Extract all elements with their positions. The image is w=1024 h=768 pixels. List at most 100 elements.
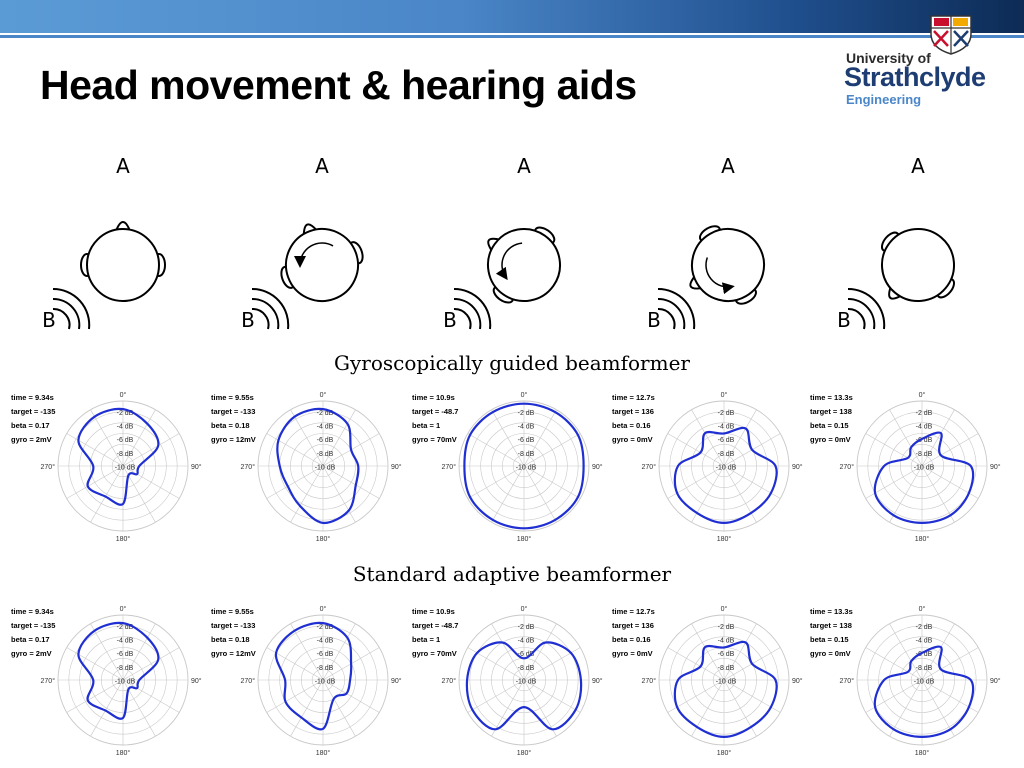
grid-spoke <box>691 409 725 467</box>
grid-spoke <box>889 465 923 523</box>
label-b: B <box>443 308 457 332</box>
ring-label: -6 dB <box>317 651 334 658</box>
angle-label: 90° <box>191 463 202 471</box>
beam-pattern-line <box>77 407 160 506</box>
ring-label: -4 dB <box>718 638 735 645</box>
stat-target: target = -48.7 <box>412 621 459 630</box>
stat-target: target = 136 <box>612 621 654 630</box>
stat-time: time = 9.55s <box>211 393 254 402</box>
ring-label: -6 dB <box>317 437 334 444</box>
grid-spoke <box>523 679 581 713</box>
grid-spoke <box>921 409 955 467</box>
wave-arc <box>657 307 676 330</box>
grid-spoke <box>889 623 923 681</box>
ring-label: -8 dB <box>317 451 334 458</box>
angle-label: 270° <box>241 463 256 471</box>
ring-label: -8 dB <box>317 665 334 672</box>
grid-spoke <box>491 679 525 737</box>
ring-label: -8 dB <box>117 451 134 458</box>
angle-label: 0° <box>721 605 728 613</box>
grid-spoke <box>889 409 923 467</box>
label-a: A <box>911 154 925 178</box>
stat-gyro: gyro = 2mV <box>11 435 52 444</box>
ring-label: -6 dB <box>117 437 134 444</box>
ring-label: -6 dB <box>518 437 535 444</box>
ring-label: -10 dB <box>115 678 136 685</box>
stat-time: time = 9.34s <box>11 393 54 402</box>
grid-spoke <box>290 465 324 523</box>
angle-label: 90° <box>990 463 1001 471</box>
grid-spoke <box>66 465 124 499</box>
grid-spoke <box>921 647 979 681</box>
stat-gyro: gyro = 70mV <box>412 435 457 444</box>
grid-spoke <box>290 679 324 737</box>
wave-arc <box>251 297 280 330</box>
grid-spoke <box>523 623 557 681</box>
beam-pattern-line <box>873 431 975 525</box>
angle-label: 90° <box>990 677 1001 685</box>
label-b: B <box>837 308 851 332</box>
grid-spoke <box>322 679 380 713</box>
ring-label: -10 dB <box>716 464 737 471</box>
grid-spoke <box>90 465 124 523</box>
label-a: A <box>116 154 130 178</box>
grid-spoke <box>122 679 180 713</box>
grid-spoke <box>921 679 955 737</box>
angle-label: 180° <box>316 749 331 757</box>
stat-beta: beta = 0.16 <box>612 421 651 430</box>
stat-time: time = 9.55s <box>211 607 254 616</box>
standard-polar-plot-4: 0°90°180°270°-2 dB-4 dB-6 dB-8 dB-10 dB <box>642 605 803 757</box>
head <box>487 228 561 303</box>
ring-label: -4 dB <box>117 424 134 431</box>
grid-spoke <box>66 679 124 713</box>
ring-label: -4 dB <box>718 424 735 431</box>
stat-beta: beta = 0.17 <box>11 635 50 644</box>
logo-line-3: Engineering <box>846 92 922 107</box>
beam-pattern-line <box>465 641 583 731</box>
grid-spoke <box>667 433 725 467</box>
stat-beta: beta = 0.15 <box>810 421 849 430</box>
ring-label: -10 dB <box>914 464 935 471</box>
stat-time: time = 10.9s <box>412 393 455 402</box>
grid-spoke <box>66 433 124 467</box>
angle-label: 0° <box>521 605 528 613</box>
angle-label: 180° <box>717 749 732 757</box>
stat-time: time = 10.9s <box>412 607 455 616</box>
beam-pattern-line <box>463 402 585 530</box>
grid-spoke <box>322 409 356 467</box>
angle-label: 270° <box>41 463 56 471</box>
wave-arc <box>251 307 270 330</box>
grid-spoke <box>865 433 923 467</box>
grid-spoke <box>523 679 557 737</box>
label-b: B <box>42 308 56 332</box>
stat-beta: beta = 0.17 <box>11 421 50 430</box>
stat-gyro: gyro = 2mV <box>11 649 52 658</box>
stat-gyro: gyro = 12mV <box>211 435 256 444</box>
logo-line-1: University of <box>846 50 931 66</box>
head-icon <box>880 228 956 302</box>
stat-beta: beta = 0.18 <box>211 635 250 644</box>
stat-gyro: gyro = 70mV <box>412 649 457 658</box>
grid-spoke <box>322 623 356 681</box>
wave-arc <box>453 307 472 330</box>
head-position-5: AB <box>837 154 956 332</box>
stat-gyro: gyro = 0mV <box>810 435 851 444</box>
ring-label: -2 dB <box>916 410 933 417</box>
grid-spoke <box>691 623 725 681</box>
label-b: B <box>647 308 661 332</box>
head <box>86 228 160 302</box>
head-icon <box>487 226 561 304</box>
stat-gyro: gyro = 12mV <box>211 649 256 658</box>
stat-gyro: gyro = 0mV <box>810 649 851 658</box>
gyro-polar-plot-3: 0°90°180°270°-2 dB-4 dB-6 dB-8 dB-10 dB <box>442 391 603 543</box>
wave-arc <box>52 297 81 330</box>
angle-label: 0° <box>120 605 127 613</box>
stat-time: time = 13.3s <box>810 393 853 402</box>
grid-spoke <box>523 465 581 499</box>
rotation-arrow-icon <box>294 242 334 269</box>
